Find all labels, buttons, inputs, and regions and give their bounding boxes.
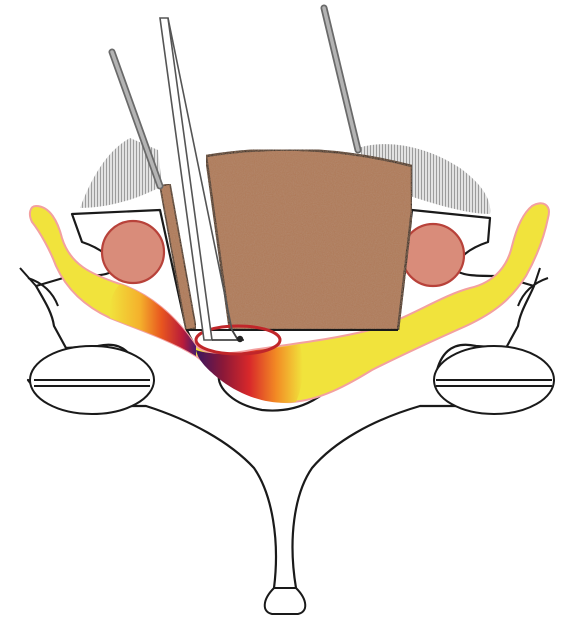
right-trocar xyxy=(324,8,358,150)
graft-block xyxy=(206,150,412,330)
probe-tip-dot xyxy=(237,336,243,342)
disc-right xyxy=(402,224,464,286)
transverse-process-right xyxy=(434,346,554,414)
transverse-process-left xyxy=(30,346,154,414)
disc-left xyxy=(102,221,164,283)
spinous-process-tip xyxy=(265,588,306,614)
